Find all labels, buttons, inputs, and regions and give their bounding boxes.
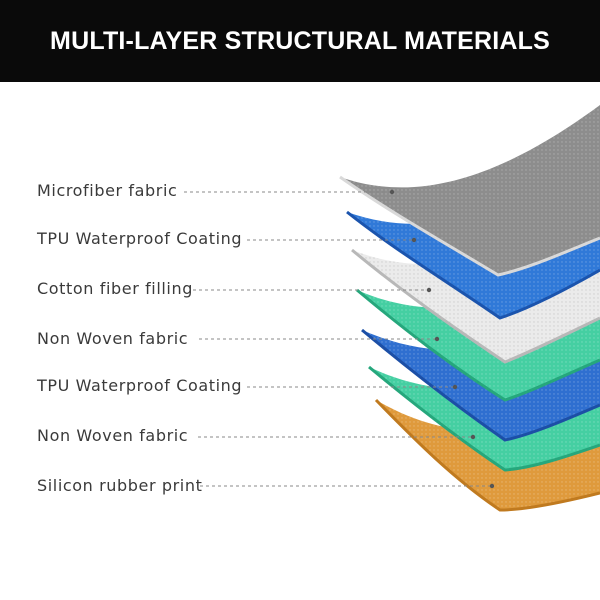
leader-dot-tpu-2 [452,384,458,390]
layer-label-tpu-2: TPU Waterproof Coating [37,376,243,395]
layer-label-tpu-1: TPU Waterproof Coating [37,229,243,248]
layer-label-nonwoven-1: Non Woven fabric [37,329,189,348]
leader-dots [389,189,495,489]
layer-label-microfiber: Microfiber fabric [37,181,178,200]
leader-dot-nonwoven-2 [470,434,476,440]
leader-dot-cotton [426,287,432,293]
layer-stack-illustration [184,105,600,512]
page-title: MULTI-LAYER STRUCTURAL MATERIALS [50,26,550,55]
title-banner: MULTI-LAYER STRUCTURAL MATERIALS [0,0,600,82]
leader-dot-nonwoven-1 [434,336,440,342]
leader-dot-silicone [489,483,495,489]
microfiber-layer [339,105,600,277]
leader-dot-tpu-1 [411,237,417,243]
layer-label-silicone: Silicon rubber print [37,476,203,495]
leader-dot-microfiber [389,189,395,195]
layer-label-cotton: Cotton fiber filling [37,279,193,298]
layer-label-nonwoven-2: Non Woven fabric [37,426,189,445]
leader-lines [184,191,492,487]
